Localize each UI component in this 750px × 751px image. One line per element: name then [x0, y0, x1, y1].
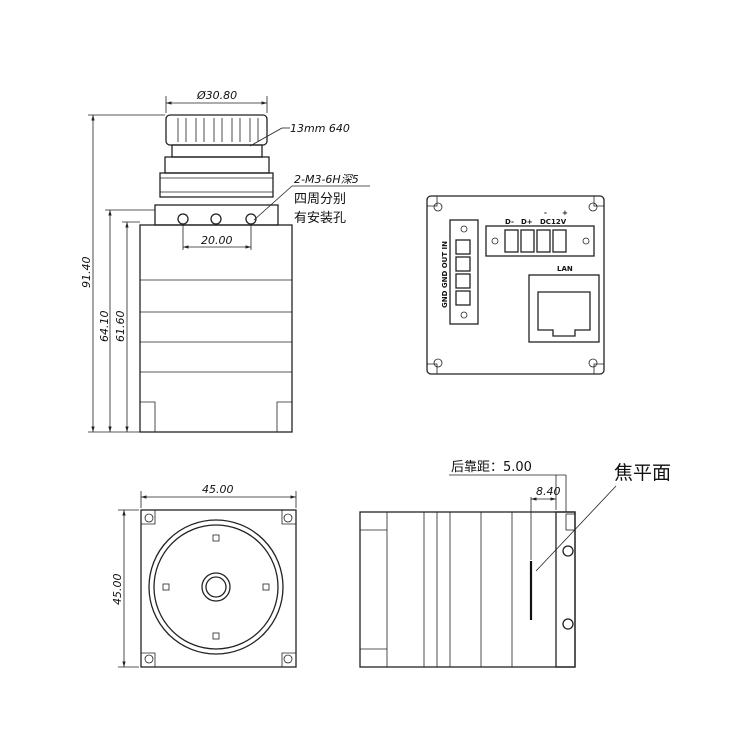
dim-height-a: 64.10	[98, 311, 111, 343]
dim-focal-offset: 8.40	[536, 485, 561, 498]
dim-hole-spacing: 20.00	[201, 234, 233, 247]
io-label: GND GND OUT IN	[441, 241, 449, 308]
label-minus: -	[544, 209, 547, 217]
thread-note-line2: 有安装孔	[294, 211, 346, 226]
thread-note-line1: 四周分别	[294, 192, 346, 207]
front-view: 45.00 45.00	[111, 483, 297, 668]
label-lan: LAN	[557, 265, 573, 273]
dim-back-focus: 后靠距：5.00	[451, 460, 532, 475]
dim-total-height: 91.40	[80, 257, 93, 289]
label-d-minus: D-	[505, 218, 514, 226]
dim-lens-label: 13mm 640	[290, 122, 350, 135]
dim-height-b: 61.60	[114, 311, 127, 343]
label-dc: DC12V	[540, 218, 567, 226]
label-d-plus: D+	[521, 218, 533, 226]
profile-view: 后靠距：5.00 8.40 焦平面	[359, 460, 671, 668]
rear-panel-view: GND GND OUT IN D- D+ - + DC12V LAN	[426, 195, 605, 375]
label-plus: +	[562, 209, 568, 217]
dim-top-diameter: Ø30.80	[196, 89, 237, 102]
focal-plane-label: 焦平面	[614, 462, 671, 484]
thread-callout: 2-M3-6H深5	[294, 173, 359, 186]
side-view: Ø30.80 13mm 640 2-M3-6H深5 四周分别 有安装孔 20.0…	[80, 89, 370, 433]
dim-front-height: 45.00	[111, 574, 124, 606]
dim-front-width: 45.00	[202, 483, 234, 496]
